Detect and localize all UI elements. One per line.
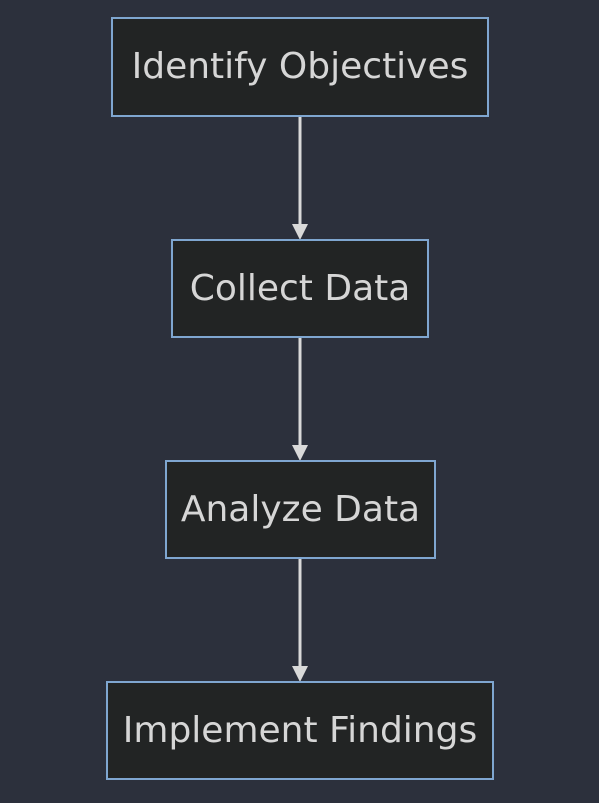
node-identify-objectives: Identify Objectives [111,17,489,117]
edge-identify-to-collect [292,117,308,240]
node-label: Implement Findings [122,709,478,751]
arrowhead-icon [292,224,308,240]
edge-collect-to-analyze [292,338,308,461]
node-implement-findings: Implement Findings [106,681,494,780]
arrowhead-icon [292,445,308,461]
node-collect-data: Collect Data [171,239,429,338]
node-label: Identify Objectives [131,46,469,87]
arrowhead-icon [292,666,308,682]
node-label: Collect Data [189,267,411,309]
node-analyze-data: Analyze Data [165,460,436,559]
edge-analyze-to-implement [292,559,308,682]
node-label: Analyze Data [180,488,421,530]
